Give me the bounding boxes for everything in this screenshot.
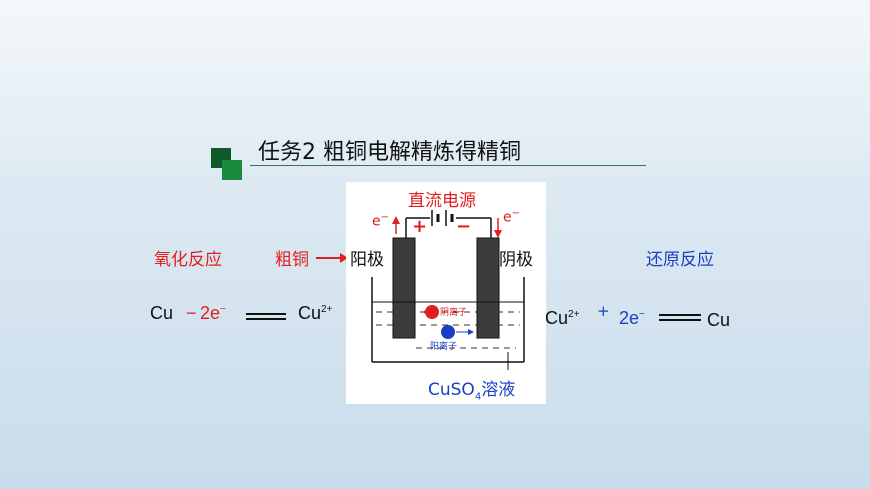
eq-right-reactant: Cu2+	[545, 308, 580, 328]
logo-square-light	[222, 160, 242, 180]
power-supply-label: 直流电源	[408, 191, 476, 211]
eq-left-product: Cu2+	[298, 303, 333, 323]
eq-left-operator: −	[186, 303, 197, 323]
cathode-label: 阴极	[499, 250, 533, 270]
anode-equation: Cu − 2e− Cu2+	[150, 303, 350, 329]
oxidation-reaction-label: 氧化反应	[154, 250, 222, 270]
negative-sign: −	[456, 216, 472, 237]
reduction-reaction-label: 还原反应	[646, 250, 714, 270]
eq-left-reactant: Cu	[150, 303, 174, 323]
crude-copper-label: 粗铜	[275, 250, 309, 270]
electrolysis-diagram: 直流电源 e− e− + − 阳极 阴极 阴离子 阳离子 CuSO4溶液	[346, 182, 546, 404]
title-underline	[250, 165, 646, 166]
crude-copper-arrow	[316, 253, 348, 263]
eq-right-operator: +	[597, 302, 610, 320]
solution-label: CuSO4溶液	[428, 380, 516, 403]
eq-left-electrons: 2e−	[200, 303, 226, 323]
positive-sign: +	[412, 216, 428, 237]
electron-right-label: e−	[503, 208, 521, 226]
electron-left-label: e−	[372, 212, 390, 230]
cation-label: 阴离子	[440, 308, 468, 318]
eq-right-double-line-bottom	[659, 319, 701, 321]
eq-left-double-line-bottom	[246, 318, 286, 320]
eq-right-electrons: 2e−	[619, 308, 645, 328]
eq-right-product: Cu	[707, 310, 731, 330]
eq-right-double-line-top	[659, 314, 701, 316]
slide-title: 任务2 粗铜电解精炼得精铜	[258, 140, 521, 165]
cathode-equation: Cu2+ + 2e− Cu	[545, 302, 765, 334]
eq-left-double-line-top	[246, 313, 286, 315]
electrolysis-circuit-svg	[371, 210, 525, 370]
anion-label: 阳离子	[430, 342, 458, 352]
anode-label: 阳极	[350, 250, 384, 270]
